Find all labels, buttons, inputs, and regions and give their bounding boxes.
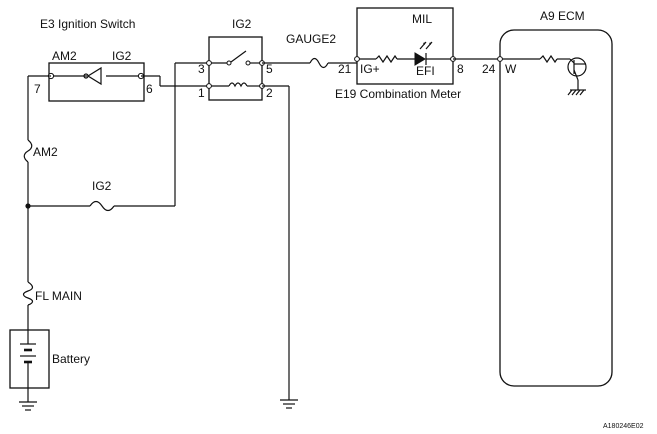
ignition-switch-pin-6: 6	[146, 82, 153, 96]
fl-main-fuse-icon	[22, 281, 34, 306]
ecm-title: A9 ECM	[540, 9, 585, 23]
fl-main-label: FL MAIN	[35, 289, 82, 303]
ground-icon	[19, 401, 37, 411]
ig2-fuse-label: IG2	[92, 179, 112, 193]
ignition-switch-title: E3 Ignition Switch	[40, 17, 135, 31]
relay-coil-icon	[228, 82, 248, 88]
combination-meter-box	[356, 7, 454, 85]
ecm-box	[499, 29, 613, 387]
ground-icon	[567, 89, 586, 96]
battery-label: Battery	[52, 352, 90, 366]
ecm: A9 ECM 24 W	[482, 9, 613, 387]
gauge2-label: GAUGE2	[286, 32, 336, 46]
am2-fuse-icon	[23, 139, 33, 163]
am2-fuse-label: AM2	[33, 145, 58, 159]
meter-pin-8: 8	[457, 62, 464, 76]
ig2-fuse-icon	[89, 200, 115, 212]
relay-contact-icon	[230, 50, 247, 63]
relay-pin-3: 3	[198, 62, 205, 76]
power-bus: AM2 FL MAIN Battery	[9, 75, 90, 411]
relay-pin-1: 1	[198, 86, 205, 100]
ig2-relay: IG2 3 5 1 2	[198, 17, 273, 101]
combination-meter: MIL 21 IG+ 8 EFI E19 Combination Meter	[335, 7, 464, 101]
ignition-switch-pin-7: 7	[34, 82, 41, 96]
ecm-pin-label: W	[505, 62, 517, 76]
battery-icon	[20, 330, 36, 388]
ig2-fuse-branch: IG2	[28, 62, 209, 212]
relay-pin-2: 2	[266, 86, 273, 100]
meter-pin-21: 21	[338, 62, 352, 76]
combination-meter-label: E19 Combination Meter	[335, 87, 461, 101]
ground-icon	[280, 399, 298, 409]
relay-title: IG2	[232, 17, 252, 31]
mil-led-icon	[414, 41, 433, 66]
figure-code: A180246E02	[603, 423, 644, 430]
ignition-switch-box	[48, 62, 145, 102]
meter-ig-label: IG+	[360, 62, 380, 76]
resistor-icon	[375, 54, 398, 64]
battery-box	[9, 329, 50, 389]
relay-box	[208, 36, 263, 101]
relay-pin-5: 5	[266, 62, 273, 76]
switch-contact-icon	[86, 66, 102, 86]
gauge2-fuse-icon	[309, 57, 329, 69]
ignition-switch-ig2-label: IG2	[112, 49, 132, 63]
ignition-switch: E3 Ignition Switch AM2 IG2 7 6	[34, 17, 153, 102]
transistor-icon	[567, 57, 587, 81]
meter-efi-label: EFI	[416, 64, 435, 78]
mil-label: MIL	[412, 12, 432, 26]
gauge2-fuse: GAUGE2	[262, 32, 357, 69]
ecm-pin-24: 24	[482, 62, 496, 76]
ecm-resistor-icon	[539, 54, 558, 64]
ignition-switch-am2-label: AM2	[52, 49, 77, 63]
